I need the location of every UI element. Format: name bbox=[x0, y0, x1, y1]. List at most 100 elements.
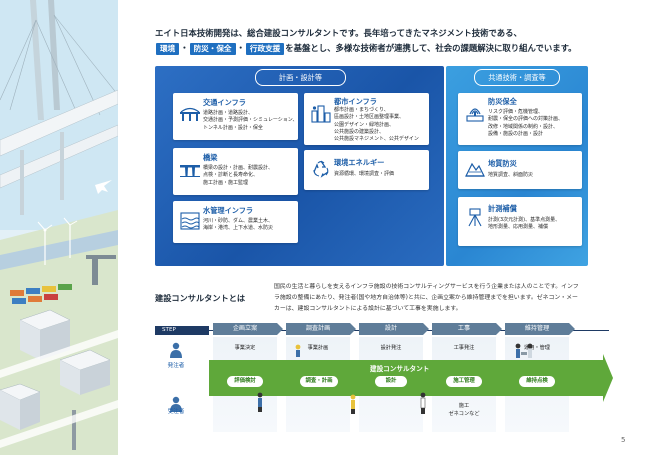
card-description: 都市計画・まちづくり、 區画設計・土地区画整理事業、 公園デザイン・緑地計画、 … bbox=[334, 107, 419, 143]
card-line: 河川・砂防、ダム、農業土木、 bbox=[203, 218, 274, 224]
worker-figure-icon bbox=[257, 392, 263, 412]
owner-task: 運用・管理 bbox=[524, 345, 550, 351]
card-title: 地質防災 bbox=[488, 159, 517, 168]
card-line: 設備・施設の計画・設計 bbox=[488, 130, 544, 137]
card-description: 地質調査、斜面防災 bbox=[488, 172, 533, 179]
chip-disaster-prevention: 防災・保全 bbox=[189, 43, 236, 55]
chip-separator: ・ bbox=[180, 43, 189, 53]
card-line: 公共施設マネジメント、公共デザイン bbox=[334, 136, 419, 143]
owner-person-icon bbox=[170, 342, 182, 358]
card-description: 橋梁の設計・計画、耐震設計、 点検・診断と長寿命化、 施工計画・施工監理 bbox=[203, 165, 273, 187]
consultant-task: 評価検討 bbox=[227, 376, 263, 387]
card-line: 地形測量、応用測量、補償 bbox=[488, 224, 549, 231]
water-icon bbox=[180, 212, 200, 230]
card-line: 点検・診断と長寿命化、 bbox=[203, 172, 259, 179]
consultant-heading: 建設コンサルタントとは bbox=[155, 293, 246, 303]
card-transport-infrastructure: 交通インフラ 道路計画・道路設計、 交通計画・予測評価・シミュレーション、 トン… bbox=[173, 93, 298, 140]
card-title: 橋梁 bbox=[203, 153, 218, 162]
card-title: 防災保全 bbox=[488, 97, 517, 106]
card-line: 橋梁の設計・計画、耐震設計、 bbox=[203, 165, 274, 171]
card-description: 計測(3次元計測)、基準点測量、 地形測量、応用測量、補償 bbox=[488, 217, 560, 232]
planning-design-panel: 計画・設計等 交通インフラ 道路計画・道路設計、 交通計画・予測評価・シミュレー… bbox=[155, 66, 444, 266]
owner-task: 工事発注 bbox=[453, 345, 475, 351]
contractor-person-icon bbox=[170, 396, 182, 412]
card-geological-disaster: 地質防災 地質調査、斜面防災 bbox=[458, 151, 582, 189]
card-bridges: 橋梁 橋梁の設計・計画、耐震設計、 点検・診断と長寿命化、 施工計画・施工監理 bbox=[173, 148, 298, 195]
page-number: 5 bbox=[621, 436, 626, 444]
card-description: 資源循環、環境調査・評価 bbox=[334, 171, 394, 178]
bridge-road-icon bbox=[180, 107, 200, 121]
intro-line-2-rest: を基盤とし、多様な技術者が連携して、社会の課題解決に取り組んでいます。 bbox=[285, 43, 577, 53]
worker-figure-icon bbox=[350, 394, 356, 414]
chip-administrative-support: 行政支援 bbox=[245, 43, 285, 55]
intro-text: エイト日本技術開発は、総合建設コンサルタントです。長年培ってきたマネジメント技術… bbox=[155, 26, 615, 56]
stage-survey-planning: 調査計画 bbox=[286, 323, 356, 335]
panel-title-common: 共通技術・調査等 bbox=[474, 69, 560, 86]
card-description: リスク評価・危機管理、 耐震・保全の評価への対策計画、 改修・地域関係の制約・設… bbox=[488, 109, 563, 138]
role-owner: 発注者 bbox=[167, 363, 185, 369]
card-line: トンネル計画・設計・保全 bbox=[203, 124, 263, 131]
project-flow-diagram: STEP 企画立案 調査計画 設計 工事 維持管理 事業決定 事業計画 設計発注… bbox=[155, 320, 613, 446]
owner-task: 事業決定 bbox=[234, 345, 256, 351]
step-label: STEP bbox=[155, 326, 209, 335]
chip-separator: ・ bbox=[236, 43, 245, 53]
card-line: 資源循環、環境調査・評価 bbox=[334, 171, 395, 177]
consultant-desc-line: ラ施設の整備にあたり、発注者(国や地方自治体等)と共に、企画立案から維持管理まで… bbox=[274, 295, 578, 301]
contractor-note: ゼネコンなど bbox=[448, 411, 480, 417]
card-line: 計測(3次元計測)、基準点測量、 bbox=[488, 217, 561, 223]
card-line: 都市計画・まちづくり、 bbox=[334, 107, 389, 113]
card-title: 環境エネルギー bbox=[334, 158, 385, 167]
consultant-arrow-head bbox=[603, 354, 613, 402]
city-illustration bbox=[0, 0, 118, 455]
intro-line-2: 環境・防災・保全・行政支援を基盤とし、多様な技術者が連携して、社会の課題解決に取… bbox=[155, 41, 615, 56]
card-line: リスク評価・危機管理、 bbox=[488, 109, 544, 115]
stage-design: 設計 bbox=[359, 323, 429, 335]
consultant-desc-line: 国民の生活と暮らしを支えるインフラ施設の技術コンサルティングサービスを行う企業ま… bbox=[274, 284, 579, 290]
card-line: 耐震・保全の評価への対策計画、 bbox=[488, 116, 564, 123]
consultant-description: 国民の生活と暮らしを支えるインフラ施設の技術コンサルティングサービスを行う企業ま… bbox=[274, 282, 579, 315]
stage-planning: 企画立案 bbox=[213, 323, 283, 335]
card-title: 計測補償 bbox=[488, 204, 517, 213]
owner-task: 設計発注 bbox=[380, 345, 402, 351]
ground-icon bbox=[465, 162, 485, 177]
consultant-task: 施工管理 bbox=[446, 376, 482, 387]
card-disaster-prevention: 防災保全 リスク評価・危機管理、 耐震・保全の評価への対策計画、 改修・地域関係… bbox=[458, 93, 582, 145]
worker-figure-icon bbox=[295, 344, 301, 357]
meeting-figures-icon bbox=[515, 343, 533, 358]
card-line: 施工計画・施工監理 bbox=[203, 179, 249, 186]
owner-task: 事業計画 bbox=[307, 345, 329, 351]
card-description: 河川・砂防、ダム、農業土木、 海岸・港湾、上下水道、水防災 bbox=[203, 218, 273, 233]
intro-line-1: エイト日本技術開発は、総合建設コンサルタントです。長年培ってきたマネジメント技術… bbox=[155, 28, 522, 38]
common-technology-panel: 共通技術・調査等 防災保全 リスク評価・危機管理、 耐震・保全の評価への対策計画… bbox=[446, 66, 588, 266]
consultant-arrow-title: 建設コンサルタント bbox=[370, 365, 430, 373]
card-line: 地質調査、斜面防災 bbox=[488, 172, 534, 178]
card-title: 都市インフラ bbox=[334, 97, 377, 106]
card-line: 交通計画・予測評価・シミュレーション、 bbox=[203, 117, 298, 124]
consultant-desc-line: カーは、建設コンサルタントによる設計に基づいて工事を実施します。 bbox=[274, 306, 462, 312]
card-title: 水管理インフラ bbox=[203, 206, 254, 215]
disaster-prevention-icon bbox=[466, 108, 484, 122]
card-urban-infrastructure: 都市インフラ 都市計画・まちづくり、 區画設計・土地区画整理事業、 公園デザイン… bbox=[304, 93, 429, 145]
consultant-task: 調査・計画 bbox=[300, 376, 338, 387]
recycle-icon bbox=[313, 160, 329, 178]
city-buildings-icon bbox=[311, 105, 331, 123]
card-water-management: 水管理インフラ 河川・砂防、ダム、農業土木、 海岸・港湾、上下水道、水防災 bbox=[173, 201, 298, 243]
card-line: 改修・地域関係の制約・設計、 bbox=[488, 123, 559, 130]
contractor-note: 施工 bbox=[458, 403, 470, 409]
card-description: 道路計画・道路設計、 交通計画・予測評価・シミュレーション、 トンネル計画・設計… bbox=[203, 110, 298, 132]
survey-icon bbox=[468, 208, 482, 227]
card-environment-energy: 環境エネルギー 資源循環、環境調査・評価 bbox=[304, 150, 429, 190]
stage-construction: 工事 bbox=[432, 323, 502, 335]
role-contractor: 受注者 bbox=[167, 409, 185, 415]
panel-title-planning: 計画・設計等 bbox=[255, 69, 346, 86]
stage-maintenance: 維持管理 bbox=[505, 323, 575, 335]
card-line: 公共施設の建築設計、 bbox=[334, 128, 385, 135]
card-title: 交通インフラ bbox=[203, 98, 246, 107]
card-line: 公園デザイン・緑地計画、 bbox=[334, 121, 395, 128]
card-survey-compensation: 計測補償 計測(3次元計測)、基準点測量、 地形測量、応用測量、補償 bbox=[458, 197, 582, 246]
card-line: 區画設計・土地区画整理事業、 bbox=[334, 114, 405, 121]
card-line: 道路計画・道路設計、 bbox=[203, 110, 254, 116]
bridge-icon bbox=[180, 165, 200, 177]
consultant-task: 維持点検 bbox=[519, 376, 555, 387]
